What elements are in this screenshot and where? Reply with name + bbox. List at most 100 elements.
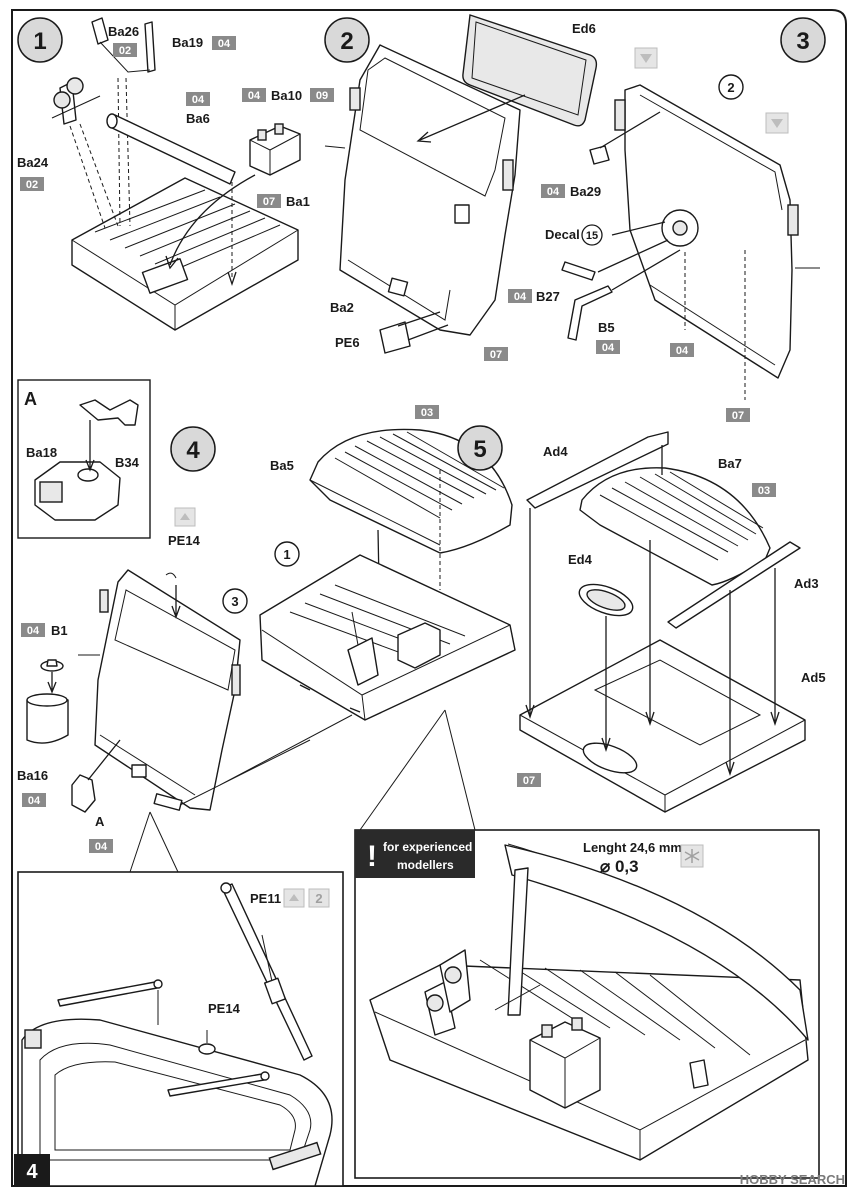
watermark: HOBBY SEARCH (740, 1172, 845, 1187)
step-3-number: 3 (796, 28, 809, 55)
code-box (670, 343, 694, 357)
code-box (310, 88, 334, 102)
part-ba29 (589, 145, 610, 165)
svg-text:3: 3 (231, 594, 238, 609)
label-pe14-detail: PE14 (208, 1001, 241, 1016)
detail-box-pe: PE11 2 PE14 (17, 871, 344, 1187)
label-decal: Decal (545, 227, 580, 242)
code-box (22, 793, 46, 807)
warning-text-1: for experienced (383, 840, 472, 854)
ref-circle (274, 541, 300, 567)
part-floor-assembly (259, 554, 516, 721)
quantity-badge (308, 888, 330, 908)
code-box (484, 347, 508, 361)
svg-text:1: 1 (283, 547, 290, 562)
step-2: 2 Ed6 Ba2 PE6 07 (324, 14, 598, 361)
ref-circle (222, 588, 248, 614)
part-ad3 (667, 541, 801, 629)
step-1: 1 Ba26 02 Ba19 04 (17, 17, 334, 331)
label-ad3: Ad3 (794, 576, 819, 591)
svg-text:04: 04 (218, 38, 231, 50)
label-ba26: Ba26 (108, 24, 139, 39)
code-box (596, 340, 620, 354)
part-ba18 (34, 461, 121, 521)
svg-text:15: 15 (586, 230, 598, 242)
label-b5: B5 (598, 320, 615, 335)
svg-text:04: 04 (248, 90, 261, 102)
code-box (20, 177, 44, 191)
pedal-icon (53, 91, 71, 109)
label-ed4: Ed4 (568, 552, 593, 567)
part-b5 (567, 285, 613, 341)
label-ba2: Ba2 (330, 300, 354, 315)
label-ba10: Ba10 (271, 88, 302, 103)
svg-text:04: 04 (514, 291, 527, 303)
part-ad5 (519, 639, 806, 813)
label-ba6: Ba6 (186, 111, 210, 126)
label-b34: B34 (115, 455, 140, 470)
page-number-box (14, 1154, 50, 1186)
label-b1: B1 (51, 623, 68, 638)
svg-text:07: 07 (732, 410, 744, 422)
part-b27 (561, 261, 596, 281)
svg-text:02: 02 (119, 45, 131, 57)
svg-text:03: 03 (421, 407, 433, 419)
detail-a-title: A (24, 389, 37, 409)
code-box (415, 405, 439, 419)
part-ad4 (526, 431, 669, 509)
svg-text:07: 07 (490, 349, 502, 361)
code-box (113, 43, 137, 57)
label-ad4: Ad4 (543, 444, 568, 459)
step-5-number: 5 (473, 436, 486, 463)
svg-text:07: 07 (523, 775, 535, 787)
label-ba24: Ba24 (17, 155, 49, 170)
code-box (517, 773, 541, 787)
svg-text:09: 09 (316, 90, 328, 102)
step-3: 3 2 04 Ba29 Decal 15 04 B27 B5 (508, 17, 826, 422)
label-ba18: Ba18 (26, 445, 57, 460)
code-box (508, 289, 532, 303)
page-number: 4 (26, 1161, 38, 1183)
detail-box-experienced: ! for experienced modellers Lenght 24,6 … (354, 829, 820, 1179)
code-box (752, 483, 776, 497)
label-b27: B27 (536, 289, 560, 304)
decal-number-circle (581, 224, 603, 246)
code-box (21, 623, 45, 637)
label-pe6: PE6 (335, 335, 360, 350)
svg-text:04: 04 (27, 625, 40, 637)
step-5-circle (457, 425, 503, 471)
code-box (541, 184, 565, 198)
svg-text:07: 07 (263, 196, 275, 208)
svg-text:03: 03 (758, 485, 770, 497)
step-4: 4 (17, 405, 516, 853)
diameter-text: ⌀ 0,3 (600, 857, 639, 876)
svg-text:04: 04 (28, 795, 41, 807)
label-ba5: Ba5 (270, 458, 294, 473)
label-ba19: Ba19 (172, 35, 203, 50)
svg-text:04: 04 (602, 342, 615, 354)
step-3-circle (780, 17, 826, 63)
warning-banner (355, 830, 475, 878)
svg-text:04: 04 (192, 94, 205, 106)
code-box (257, 194, 281, 208)
code-box (212, 36, 236, 50)
svg-text:04: 04 (95, 841, 108, 853)
svg-text:04: 04 (547, 186, 560, 198)
step-2-circle (324, 17, 370, 63)
code-box (89, 839, 113, 853)
label-ed6: Ed6 (572, 21, 596, 36)
step-4-circle (170, 426, 216, 472)
page-frame (11, 9, 847, 1187)
ref-circle (718, 74, 744, 100)
part-wall-assembly (94, 569, 241, 811)
step-4-number: 4 (186, 437, 200, 464)
label-ba7: Ba7 (718, 456, 742, 471)
length-text: Lenght 24,6 mm (583, 840, 682, 855)
part-ba1 (71, 177, 299, 331)
part-ed6 (462, 14, 598, 127)
label-ad5: Ad5 (801, 670, 826, 685)
part-pe6 (379, 321, 411, 354)
label-a-ref: A (95, 814, 105, 829)
